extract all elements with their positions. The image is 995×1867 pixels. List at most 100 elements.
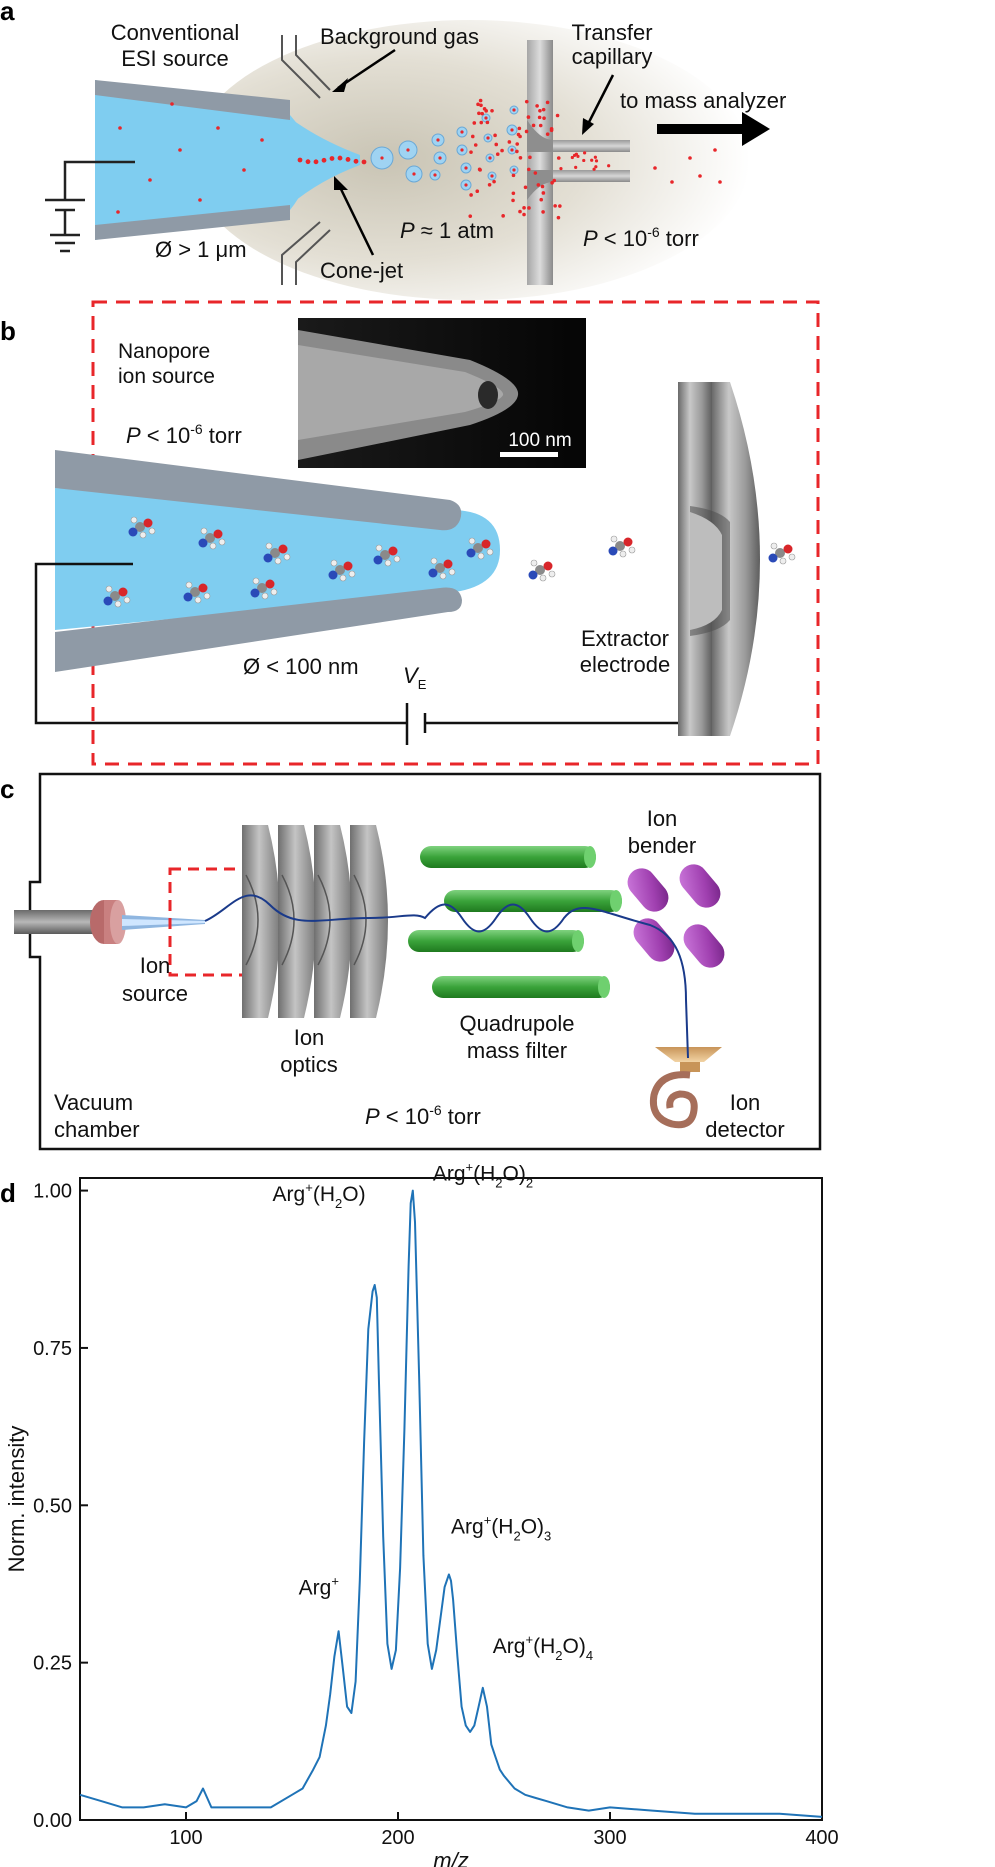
gas-phase-ion xyxy=(524,185,528,189)
gas-phase-ion xyxy=(515,142,519,146)
gas-phase-ion xyxy=(541,210,545,214)
dispersed-ion xyxy=(198,198,202,202)
capillary-tube-bottom xyxy=(553,170,630,182)
label-nanopore: Nanopore xyxy=(118,340,210,363)
label-ion-source-b: ion source xyxy=(118,365,215,388)
label-conventional: Conventional xyxy=(111,20,239,45)
droplet-ion xyxy=(406,148,409,151)
label-background-gas: Background gas xyxy=(320,24,479,49)
gas-phase-ion xyxy=(477,111,481,115)
label-extractor: Extractor xyxy=(581,626,669,651)
droplet-ion xyxy=(512,108,515,111)
x-tick-label: 100 xyxy=(169,1827,202,1849)
gas-phase-ion xyxy=(527,115,531,119)
gas-phase-ion xyxy=(537,183,541,187)
droplet-ion xyxy=(380,156,383,159)
capillary-ion xyxy=(590,159,593,162)
label-ion-source-c: Ion xyxy=(140,953,171,978)
x-axis-label: m/z xyxy=(433,1848,468,1867)
gas-phase-ion xyxy=(527,168,531,172)
gas-phase-ion xyxy=(519,156,523,160)
gas-phase-ion xyxy=(557,216,561,220)
gas-phase-ion xyxy=(546,132,550,136)
gas-phase-ion xyxy=(493,134,497,138)
spectrum-trace xyxy=(80,1191,822,1817)
gas-phase-ion xyxy=(539,198,543,202)
panel-b-letter: b xyxy=(0,316,16,346)
capillary-ion xyxy=(574,166,577,169)
droplet-ion xyxy=(510,128,513,131)
droplet-ion xyxy=(464,166,467,169)
label-chamber: chamber xyxy=(54,1117,140,1142)
voltage-sub: E xyxy=(418,677,427,692)
analyzer-ion xyxy=(698,174,702,178)
droplet-ion xyxy=(438,156,441,159)
capillary-ion xyxy=(582,159,585,162)
analyzer-ion xyxy=(713,148,717,152)
label-optics: optics xyxy=(280,1052,337,1077)
gas-phase-ion xyxy=(494,143,498,147)
scale-bar xyxy=(500,452,558,457)
sem-image: 100 nm xyxy=(298,318,586,468)
droplet-ion xyxy=(484,116,487,119)
scale-bar-label: 100 nm xyxy=(508,430,571,451)
gas-phase-ion xyxy=(527,206,531,210)
jet-droplet xyxy=(314,159,319,164)
x-tick-label: 200 xyxy=(381,1827,414,1849)
gas-phase-ion xyxy=(512,191,516,195)
capillary-ion xyxy=(571,156,574,159)
jet-droplet xyxy=(338,156,343,161)
label-ion-detector: Ion xyxy=(730,1090,761,1115)
gas-phase-ion xyxy=(479,121,483,125)
gas-phase-ion xyxy=(552,179,556,183)
pressure-c-rest: < 10 xyxy=(380,1104,430,1129)
analyzer-ion xyxy=(670,180,674,184)
capillary-ion xyxy=(576,155,579,158)
gas-phase-ion xyxy=(541,185,545,189)
ion-bender-electrode xyxy=(622,863,674,918)
dispersed-ion xyxy=(118,126,122,130)
droplet-ion xyxy=(510,148,513,151)
capillary-ion xyxy=(592,168,595,171)
jet-droplet xyxy=(330,156,335,161)
ion-source-assembly xyxy=(14,900,205,944)
label-mass-filter: mass filter xyxy=(467,1038,567,1063)
capillary-ion xyxy=(583,151,586,154)
extractor-electrode xyxy=(678,382,760,736)
arginine-molecule xyxy=(769,543,796,564)
gas-phase-ion xyxy=(558,204,562,208)
dispersed-ion xyxy=(116,210,120,214)
capillary-ion xyxy=(594,156,597,159)
gas-phase-ion xyxy=(542,108,546,112)
droplet-ion xyxy=(464,183,467,186)
capillary-ion xyxy=(607,164,610,167)
label-pressure-c: P < 10-6 torr xyxy=(365,1102,481,1129)
label-ion-bender: Ion xyxy=(647,806,678,831)
droplet-ion xyxy=(412,172,415,175)
panel-a: a xyxy=(0,0,786,300)
dispersed-ion xyxy=(170,102,174,106)
label-source-c: source xyxy=(122,981,188,1006)
gas-phase-ion xyxy=(542,191,546,195)
pressure-vac-a-unit: torr xyxy=(660,226,699,251)
gas-phase-ion xyxy=(478,168,482,172)
ion-optics-lens xyxy=(242,825,280,1018)
label-diameter-nanopore: Ø < 100 nm xyxy=(243,654,359,679)
label-vacuum: Vacuum xyxy=(54,1090,133,1115)
gas-phase-ion xyxy=(490,109,494,113)
gas-phase-ion xyxy=(501,214,505,218)
peak-annotation: Arg+ xyxy=(299,1573,339,1599)
pressure-vac-a-exp: -6 xyxy=(647,224,660,240)
ion-detector xyxy=(653,1047,722,1125)
gas-phase-ion xyxy=(518,127,522,131)
droplet-ion xyxy=(512,168,515,171)
droplet-ion xyxy=(490,174,493,177)
gas-phase-ion xyxy=(479,103,483,107)
plot-frame xyxy=(80,1178,822,1820)
gas-phase-ion xyxy=(525,100,529,104)
gas-phase-ion xyxy=(542,116,546,120)
analyzer-ion xyxy=(688,156,692,160)
gas-phase-ion xyxy=(472,121,476,125)
y-axis-label: Norm. intensity xyxy=(4,1426,29,1573)
y-tick-label: 0.75 xyxy=(33,1338,72,1360)
